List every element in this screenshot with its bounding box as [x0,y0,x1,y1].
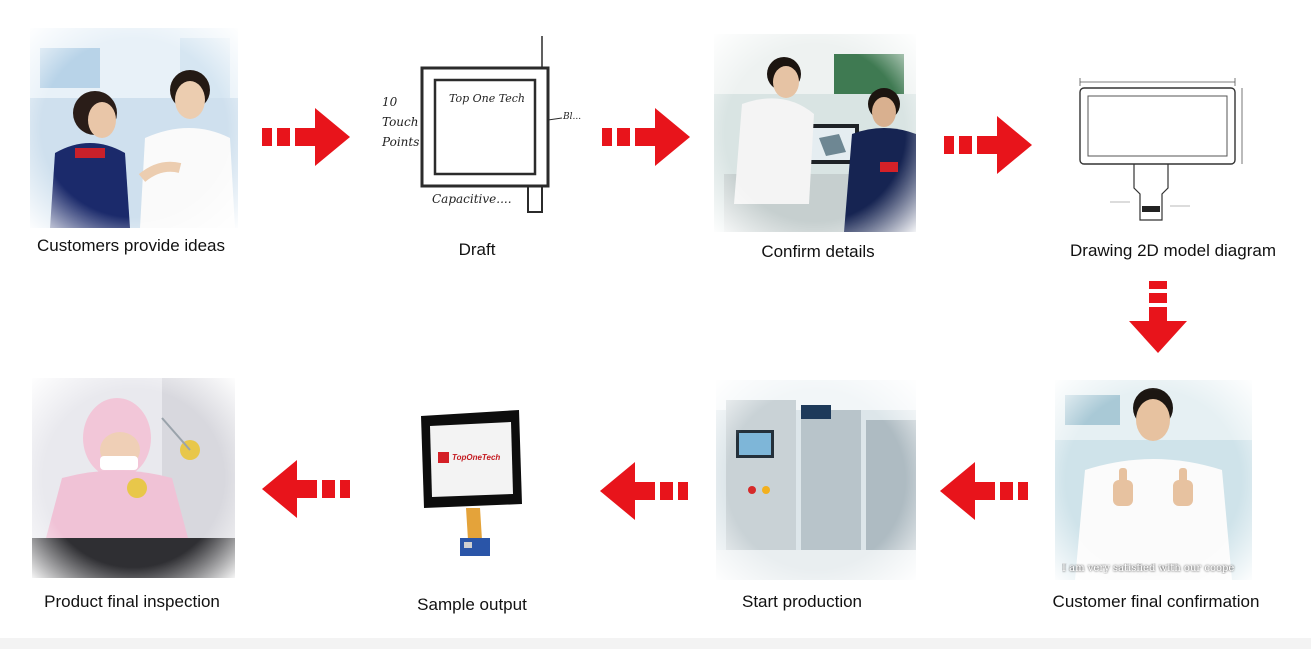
production-line-photo [716,380,916,580]
step-label: Start production [741,592,863,611]
down-arrow-icon [1129,281,1187,353]
logo-mark-icon [438,452,449,463]
right-arrow-icon [944,116,1032,174]
right-arrow-icon [602,108,690,166]
logo-text: TopOneTech [452,453,501,462]
brand-logo: TopOneTech [438,452,500,463]
left-arrow-icon [600,462,688,520]
touch-panel-sample-photo [416,408,524,566]
step-label: Sample output [417,595,527,614]
sketch-left-note-text: 10 Touch Points [382,95,420,149]
bottom-band [0,638,1311,649]
technical-drawing-photo [1050,30,1248,230]
sketch-bottom-note-text: Capacitive.... [432,192,512,206]
right-arrow-icon [262,108,350,166]
step-label: Confirm details [761,242,875,261]
step-label: Drawing 2D model diagram [1070,241,1276,260]
step-label: Draft [458,240,496,259]
customer-thumbs-up-photo [1055,380,1252,580]
video-subtitle-text: I am very satisfied with our coope [1062,563,1235,574]
final-inspection-photo [32,378,235,578]
step-label: Product final inspection [44,592,220,611]
step-label: Customer final confirmation [1052,592,1260,611]
sketch-right-note-text: Bl... [563,112,582,122]
left-arrow-icon [940,462,1028,520]
sketch-title-text: Top One Tech [449,92,525,105]
step-label: Customers provide ideas [36,236,226,255]
draft-sketch-photo [380,28,575,223]
confirm-details-photo [714,34,916,232]
customers-discussion-photo [30,28,238,228]
left-arrow-icon [262,460,350,518]
